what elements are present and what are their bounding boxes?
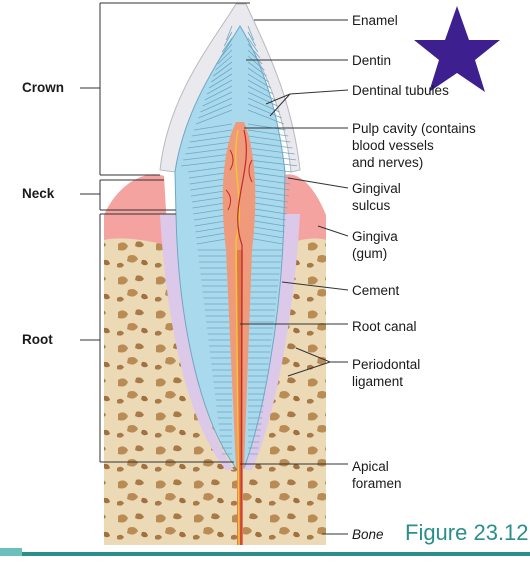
dentinal-tubules xyxy=(180,25,300,455)
leader-lines xyxy=(240,19,349,535)
label-cement: Cement xyxy=(352,283,400,298)
nerve-yellow xyxy=(234,129,241,546)
figure-label: Figure 23.12 xyxy=(405,520,529,545)
label-dentin: Dentin xyxy=(352,53,392,68)
bottom-bar-accent xyxy=(0,548,22,556)
periodontal-ligament-right xyxy=(244,214,300,470)
star-icon xyxy=(414,6,500,92)
periodontal-ligament-left xyxy=(160,214,234,470)
region-crown: Crown xyxy=(22,80,64,95)
label-bone: Bone xyxy=(352,527,384,542)
region-root: Root xyxy=(22,332,53,347)
label-enamel: Enamel xyxy=(352,13,398,28)
bottom-bar xyxy=(0,552,530,556)
label-gingiva: Gingiva(gum) xyxy=(352,229,398,261)
label-dentinal-tubules: Dentinal tubules xyxy=(352,83,449,98)
region-brackets xyxy=(80,2,250,463)
label-root-canal: Root canal xyxy=(352,319,417,334)
region-neck: Neck xyxy=(22,186,55,201)
vessel-red xyxy=(237,129,247,546)
